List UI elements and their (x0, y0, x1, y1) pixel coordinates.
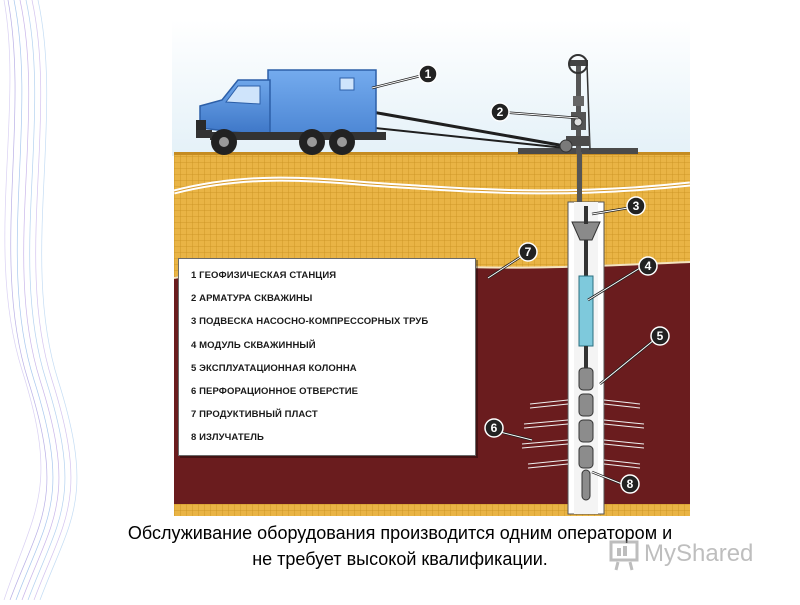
callout-label: 4 (645, 259, 652, 273)
callout-6: 6 (484, 418, 504, 438)
legend-box: 1 ГЕОФИЗИЧЕСКАЯ СТАНЦИЯ 2 АРМАТУРА СКВАЖ… (178, 258, 476, 456)
callout-4: 4 (638, 256, 658, 276)
watermark-logo-icon (609, 540, 639, 571)
callout-markers: 1 2 3 4 5 6 7 8 (418, 64, 670, 494)
callout-3: 3 (626, 196, 646, 216)
legend-item: 6 ПЕРФОРАЦИОННОЕ ОТВЕРСТИЕ (191, 385, 359, 397)
legend-list: 1 ГЕОФИЗИЧЕСКАЯ СТАНЦИЯ 2 АРМАТУРА СКВАЖ… (179, 259, 475, 453)
callout-label: 8 (627, 477, 634, 491)
tubing-hanger (571, 206, 601, 241)
wellhead-equipment (559, 54, 591, 154)
legend-item: 4 МОДУЛЬ СКВАЖИННЫЙ (191, 339, 316, 351)
legend-item: 1 ГЕОФИЗИЧЕСКАЯ СТАНЦИЯ (191, 270, 337, 281)
callout-label: 3 (633, 199, 640, 213)
caption-line-2: не требует высокой квалификации. (252, 549, 548, 569)
callout-label: 5 (657, 329, 664, 343)
callout-label: 7 (525, 245, 532, 259)
legend-item: 8 ИЗЛУЧАТЕЛЬ (191, 432, 264, 444)
emitter (578, 367, 594, 501)
callout-7: 7 (518, 242, 538, 262)
caption-line-1: Обслуживание оборудования производится о… (127, 523, 673, 543)
callout-5: 5 (650, 326, 670, 346)
callout-label: 1 (425, 67, 432, 81)
slide-caption: Обслуживание оборудования производится о… (40, 520, 760, 572)
callout-8: 8 (620, 474, 640, 494)
legend-item: 2 АРМАТУРА СКВАЖИНЫ (191, 293, 313, 305)
watermark: MyShared (608, 536, 768, 572)
legend-item: 7 ПРОДУКТИВНЫЙ ПЛАСТ (191, 409, 318, 421)
watermark-text: MyShared (644, 540, 754, 567)
callout-2: 2 (490, 102, 510, 122)
callout-1: 1 (418, 64, 438, 84)
geophysical-station-truck (196, 69, 386, 155)
callout-label: 2 (497, 105, 504, 119)
legend-item: 5 ЭКСПЛУАТАЦИОННАЯ КОЛОННА (191, 362, 357, 374)
legend-item: 3 ПОДВЕСКА НАСОСНО-КОМПРЕССОРНЫХ ТРУБ (191, 316, 429, 328)
downhole-module (578, 275, 594, 347)
perforation-holes (521, 399, 645, 469)
callout-label: 6 (491, 421, 498, 435)
logging-cable (371, 110, 566, 148)
decorative-ribbon (3, 0, 78, 601)
